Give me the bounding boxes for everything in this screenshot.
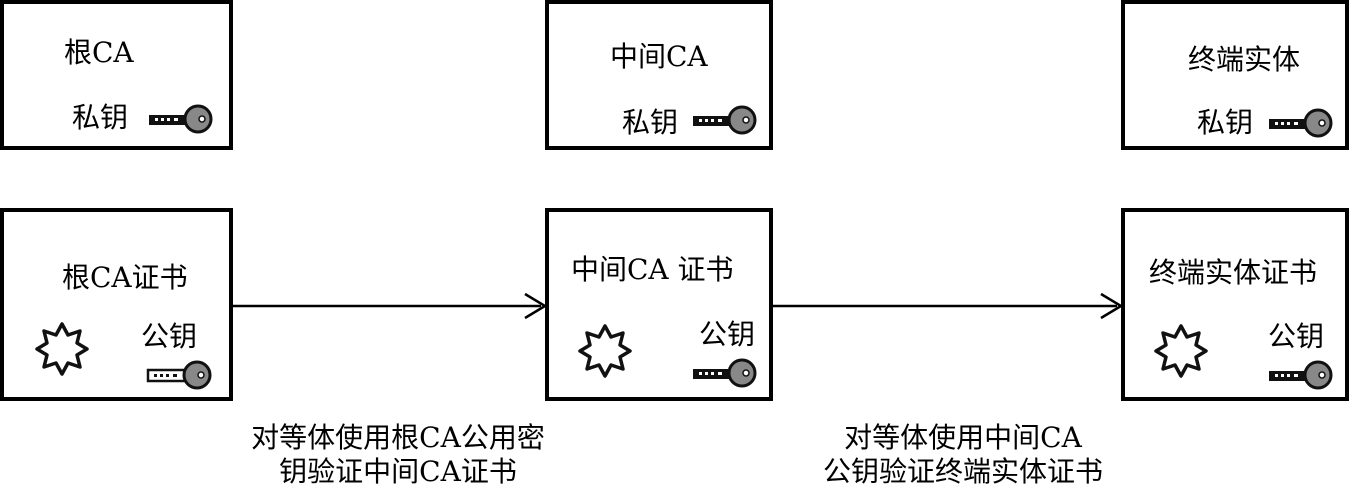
arrow-root-to-intermediate xyxy=(229,292,548,320)
end-entity-certificate-title: 终端实体证书 xyxy=(1149,256,1318,289)
intermediate-ca-box: 中间CA 私钥 xyxy=(545,0,773,150)
seal-star-icon xyxy=(1154,324,1208,378)
root-ca-public-key-label: 公钥 xyxy=(141,320,198,353)
left-caption: 对等体使用根CA公用密 钥验证中间CA证书 xyxy=(238,421,558,489)
root-ca-certificate-title: 根CA证书 xyxy=(62,261,188,294)
right-caption-line-2: 公钥验证终端实体证书 xyxy=(822,455,1103,488)
right-caption-line-1: 对等体使用中间CA xyxy=(844,421,1082,454)
seal-star-icon xyxy=(578,324,632,378)
intermediate-ca-private-key-label: 私钥 xyxy=(622,106,679,139)
key-icon xyxy=(693,358,757,388)
key-icon xyxy=(146,360,212,390)
intermediate-ca-certificate-box: 中间CA 证书 公钥 xyxy=(545,208,773,401)
root-ca-box: 根CA 私钥 xyxy=(0,0,233,150)
key-icon xyxy=(693,105,757,135)
left-caption-line-1: 对等体使用根CA公用密 xyxy=(251,421,545,454)
seal-star-icon xyxy=(35,322,89,376)
right-caption: 对等体使用中间CA 公钥验证终端实体证书 xyxy=(798,421,1128,489)
end-entity-title: 终端实体 xyxy=(1188,43,1301,76)
root-ca-title: 根CA xyxy=(64,36,134,69)
intermediate-ca-certificate-title: 中间CA 证书 xyxy=(571,253,734,286)
end-entity-private-key-label: 私钥 xyxy=(1197,106,1254,139)
key-icon xyxy=(149,104,213,134)
intermediate-ca-title: 中间CA xyxy=(610,40,708,73)
end-entity-certificate-box: 终端实体证书 公钥 xyxy=(1121,208,1349,401)
left-caption-line-2: 钥验证中间CA证书 xyxy=(279,455,517,488)
root-ca-private-key-label: 私钥 xyxy=(72,101,129,134)
key-icon xyxy=(1269,108,1333,138)
key-icon xyxy=(1269,360,1333,390)
end-entity-public-key-label: 公钥 xyxy=(1268,320,1325,353)
end-entity-box: 终端实体 私钥 xyxy=(1121,0,1349,150)
root-ca-certificate-box: 根CA证书 公钥 xyxy=(0,208,233,401)
arrow-intermediate-to-end xyxy=(773,292,1124,320)
intermediate-ca-public-key-label: 公钥 xyxy=(699,318,756,351)
